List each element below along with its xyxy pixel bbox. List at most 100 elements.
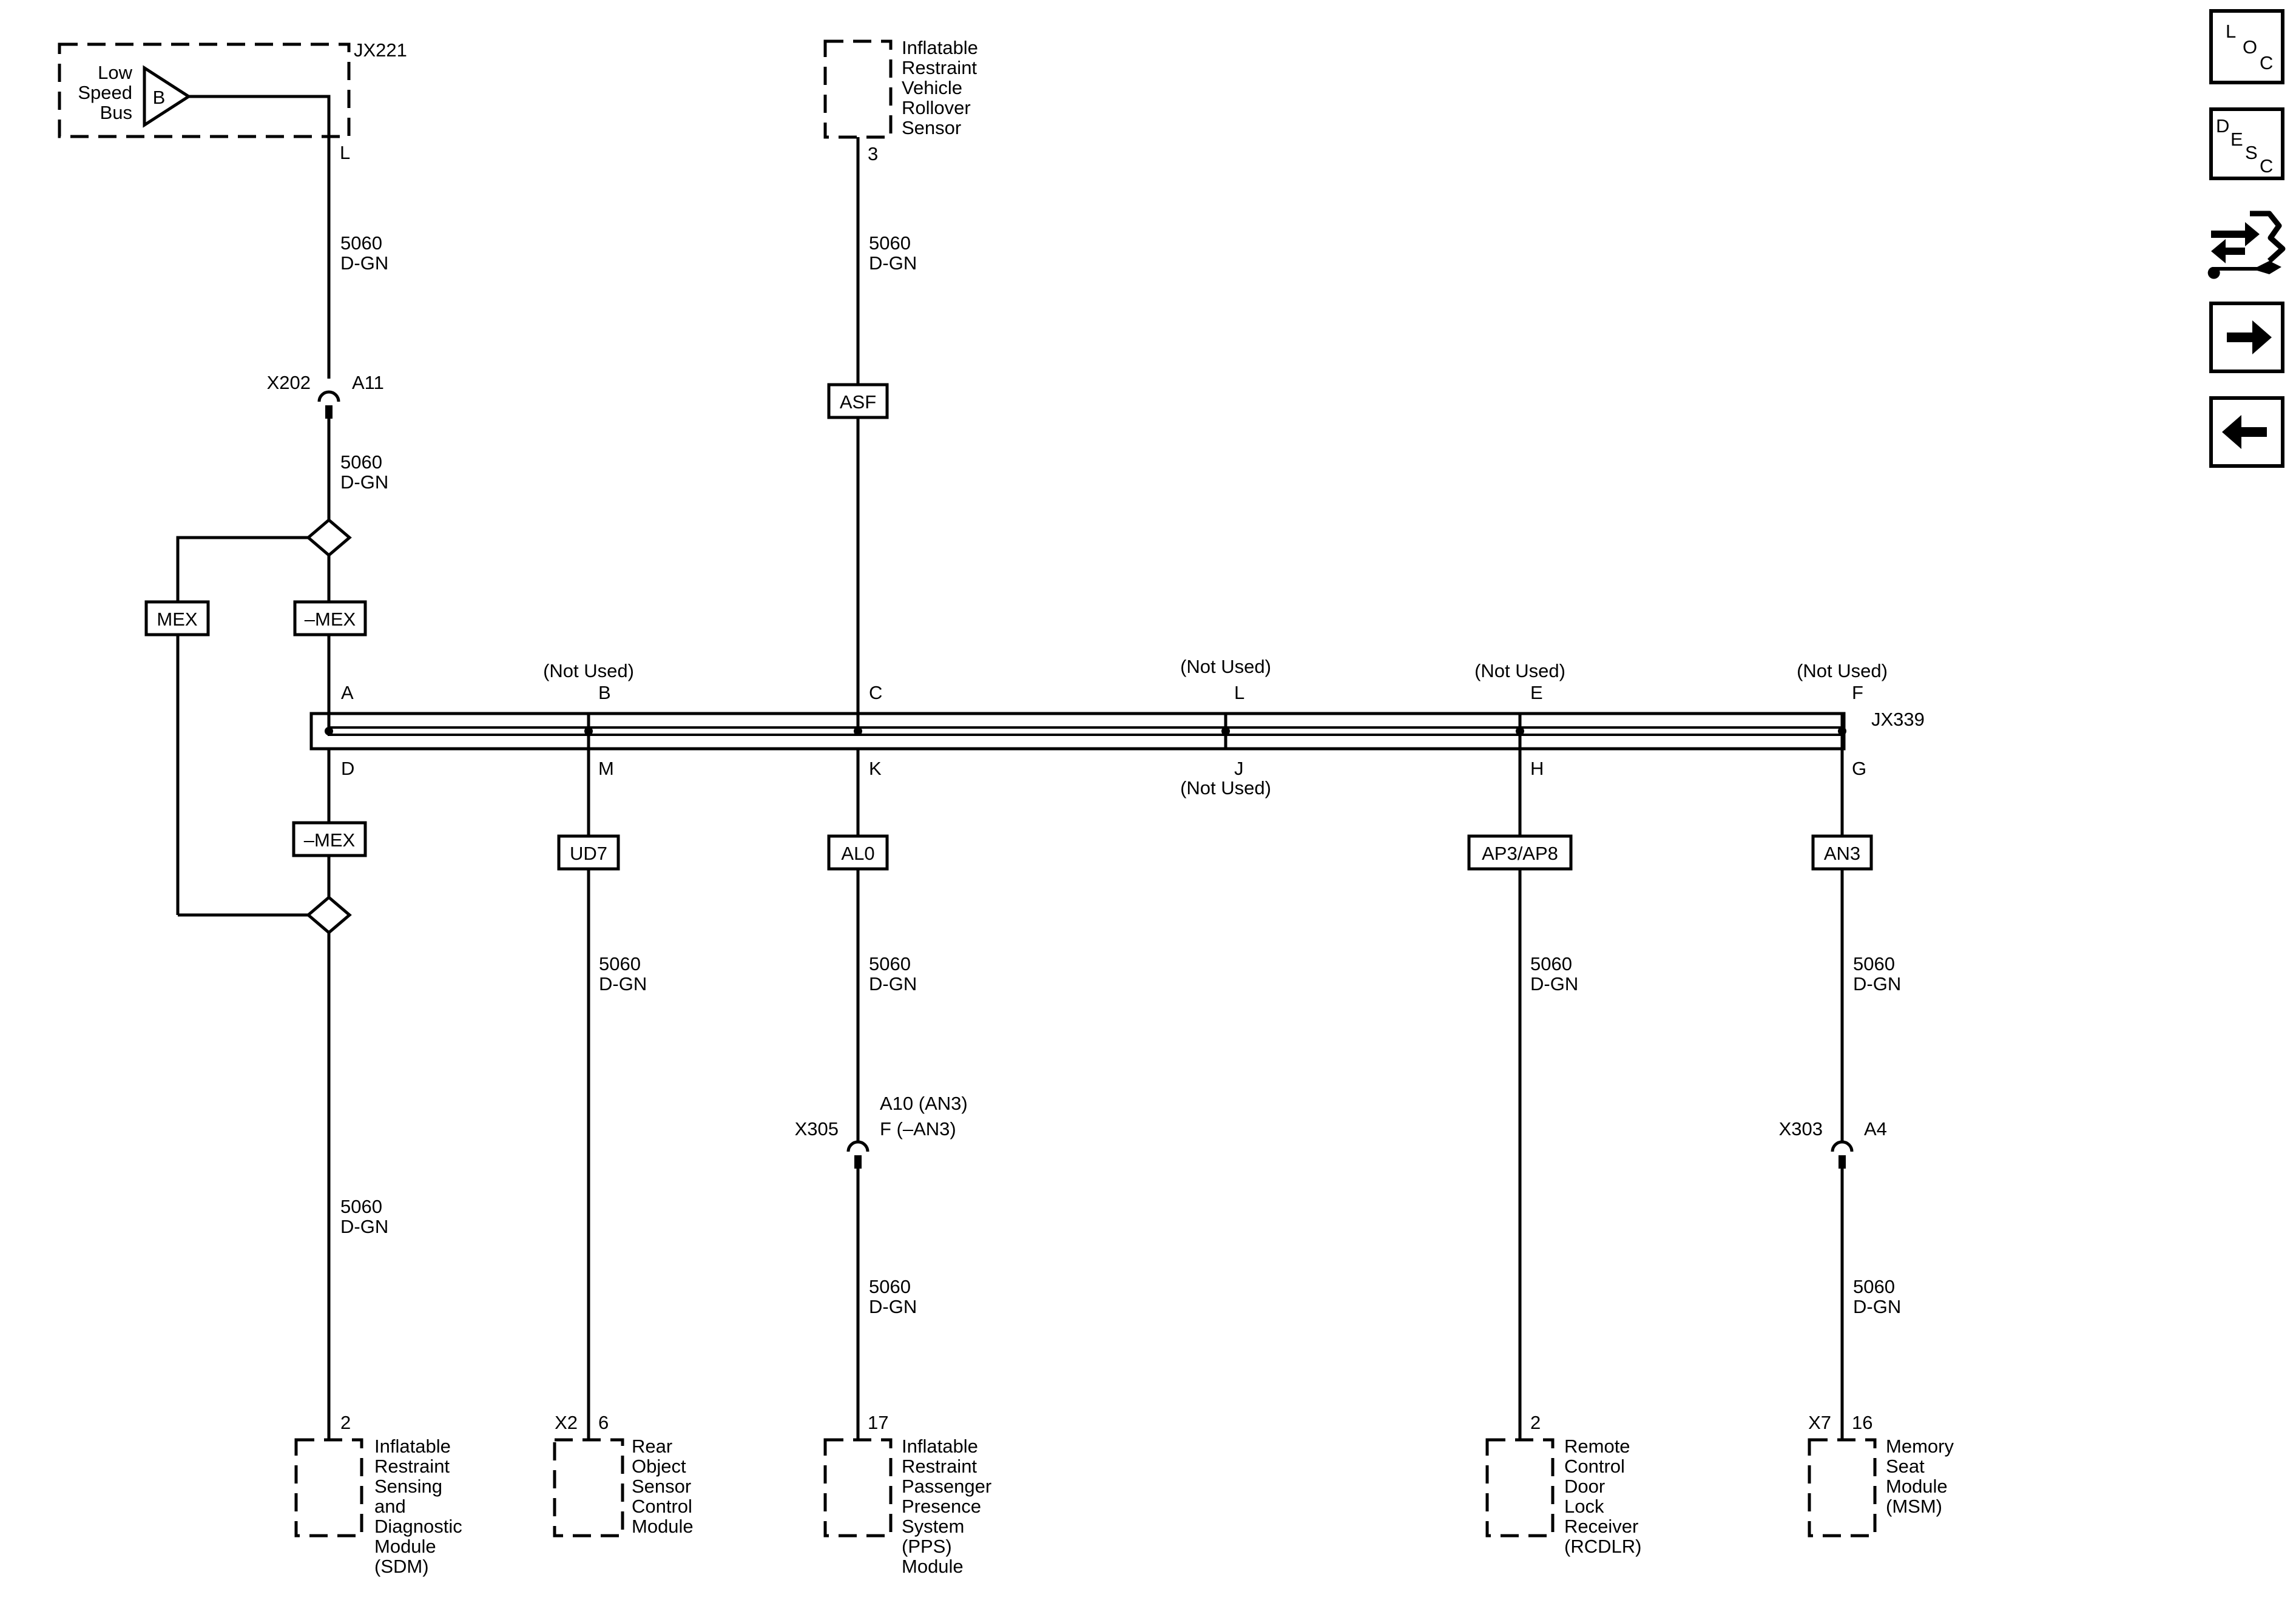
module-label-line: Control: [632, 1496, 692, 1517]
module-label-line: Lock: [1564, 1496, 1604, 1517]
module-label-line: Sensor: [902, 117, 961, 138]
wrench-part: [2207, 261, 2281, 279]
wire-color: D-GN: [869, 973, 917, 994]
wire-color: D-GN: [1853, 1296, 1901, 1317]
option-tag-not-mex-lower: [292, 821, 367, 857]
mex-branch-wire: [176, 536, 308, 602]
description-letter: D: [2216, 115, 2229, 137]
circuit-number: 5060: [340, 232, 382, 254]
connector-label: X2: [555, 1412, 578, 1433]
location-letter: L: [2226, 21, 2236, 42]
description-button[interactable]: D E S C: [2209, 107, 2284, 180]
previous-page-button[interactable]: [2209, 396, 2284, 468]
rear-object-module-outline: [553, 1438, 624, 1538]
module-label-line: Speed: [78, 82, 132, 103]
connector-label-x202: X202: [267, 372, 311, 393]
rcdlr-module-outline: [1485, 1438, 1555, 1538]
connector-male-icon: [325, 405, 333, 419]
low-speed-bus-module-outline: [58, 42, 351, 138]
option-tag-label: UD7: [570, 843, 607, 864]
circuit-number: 5060: [1530, 953, 1572, 974]
location-button-frame[interactable]: [2209, 9, 2284, 84]
module-label-line: (MSM): [1886, 1496, 1942, 1517]
option-tag-label: AP3/AP8: [1482, 843, 1558, 864]
splice-pin-label: K: [869, 758, 882, 779]
module-label-line: Sensing: [374, 1476, 442, 1497]
pin-label: 16: [1852, 1412, 1872, 1433]
option-tag-asf-label: ASF: [840, 391, 876, 413]
module-label-line: Vehicle: [902, 77, 962, 98]
module-label-line: Inflatable: [902, 1436, 978, 1457]
connector-male-icon: [854, 1155, 862, 1169]
splice-dot: [854, 727, 862, 735]
left-arrow-part: [2211, 239, 2245, 263]
location-letter: O: [2243, 36, 2257, 58]
pin-label: 17: [868, 1412, 888, 1433]
rear-object-sensor-module: X2 6 Rear Object Sensor Control Module: [553, 1412, 694, 1538]
circuit-number: 5060: [599, 953, 641, 974]
location-button[interactable]: L O C: [2209, 9, 2284, 84]
module-label-line: Module: [1886, 1476, 1948, 1497]
circuit-number: 5060: [340, 1196, 382, 1217]
right-arrow-part: [2211, 222, 2260, 246]
module-label-line: Door: [1564, 1476, 1605, 1497]
module-label-line: Presence: [902, 1496, 981, 1517]
rollover-sensor-outline: [823, 39, 893, 139]
wire-color: D-GN: [340, 1216, 388, 1237]
sdm-module-outline: [294, 1438, 363, 1538]
connector-label-x305: X305: [795, 1118, 839, 1139]
low-speed-bus-module: Low Speed Bus B JX221 L: [58, 39, 407, 163]
splice-pin-note: (Not Used): [1474, 660, 1565, 681]
circuit-number: 5060: [869, 232, 911, 254]
module-label-line: and: [374, 1496, 406, 1517]
splice-pin-label: F: [1852, 682, 1863, 703]
connector-female-icon: [846, 1140, 869, 1152]
module-label-line: Module: [632, 1516, 694, 1537]
bus-internal-wire: [189, 95, 331, 137]
connector-female-icon: [317, 390, 340, 402]
splice-pin-label: A: [341, 682, 354, 703]
module-label-line: Restraint: [902, 57, 977, 78]
next-page-button[interactable]: [2209, 302, 2284, 373]
connector-label: X7: [1808, 1412, 1831, 1433]
rollover-sensor-module: Inflatable Restraint Vehicle Rollover Se…: [823, 37, 978, 164]
msm-module-outline: [1808, 1438, 1877, 1538]
option-tag-label: AL0: [841, 843, 874, 864]
splice-pin-label: G: [1852, 758, 1866, 779]
circuit-number: 5060: [869, 1276, 911, 1297]
module-label-line: Diagnostic: [374, 1516, 462, 1537]
wiring-wrench-icon[interactable]: [2207, 211, 2286, 279]
service-info-button[interactable]: [2207, 211, 2286, 279]
module-label-line: Inflatable: [374, 1436, 451, 1457]
splice-dot: [325, 727, 333, 735]
module-label-line: Bus: [100, 102, 132, 123]
sdm-module: 2 Inflatable Restraint Sensing and Diagn…: [294, 1412, 462, 1577]
splice-pack-outline: [309, 712, 1846, 751]
splice-pin-label: J: [1234, 758, 1244, 779]
module-label-line: Restraint: [902, 1456, 977, 1477]
splice-pin-label: M: [598, 758, 614, 779]
connector-label-jx339: JX339: [1871, 709, 1925, 730]
module-label-line: Inflatable: [902, 37, 978, 58]
module-label-line: Restraint: [374, 1456, 450, 1477]
description-letter: S: [2245, 142, 2258, 163]
module-label-line: Rear: [632, 1436, 672, 1457]
left-arrow-icon: [2222, 415, 2267, 449]
description-button-frame[interactable]: [2209, 107, 2284, 180]
splice-pin-note: (Not Used): [543, 660, 634, 681]
wire-color: D-GN: [340, 252, 388, 274]
splice-pin-label: B: [598, 682, 611, 703]
module-label-line: System: [902, 1516, 964, 1537]
connector-label-x303: X303: [1779, 1118, 1823, 1139]
connector-label-jx221: JX221: [354, 39, 407, 61]
pin-label: 2: [1530, 1412, 1541, 1433]
inline-connector-x303: X303 A4: [1779, 1118, 1887, 1169]
pin-label: A10 (AN3): [880, 1093, 968, 1114]
splice-bus-bar: [328, 726, 1845, 736]
module-label-line: Receiver: [1564, 1516, 1638, 1537]
splice-pin-label: E: [1530, 682, 1543, 703]
wire-color: D-GN: [1530, 973, 1578, 994]
bus-triangle-icon: [143, 65, 192, 128]
wire-color: D-GN: [869, 1296, 917, 1317]
